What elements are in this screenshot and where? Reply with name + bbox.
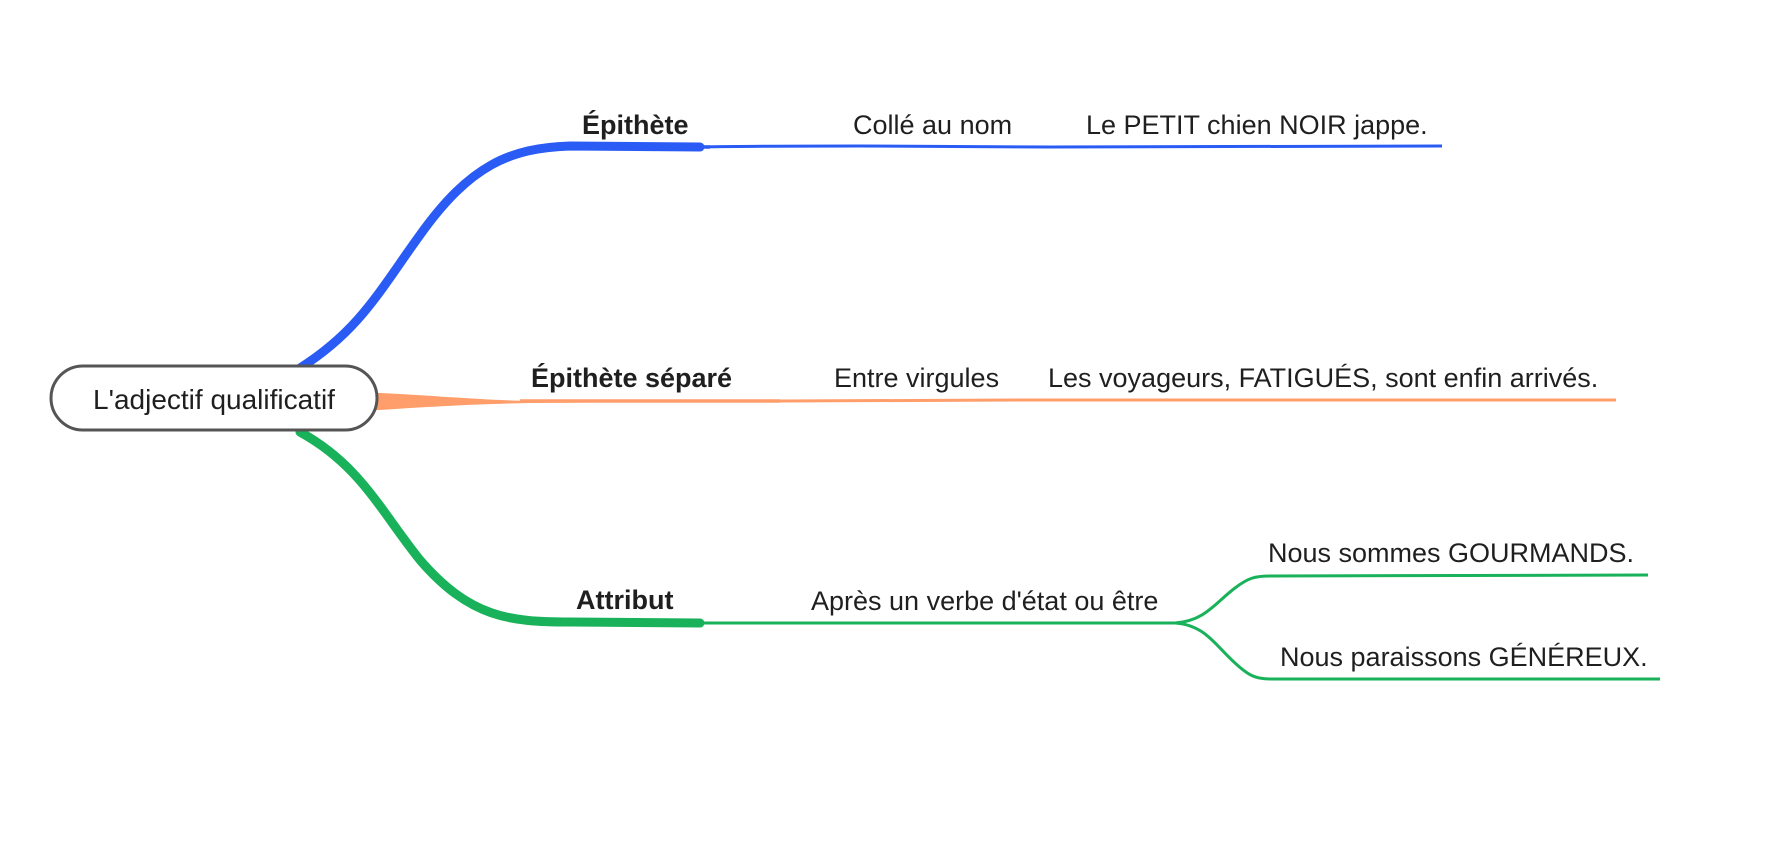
example-nous-paraissons-genereux[interactable]: Nous paraissons GÉNÉREUX. <box>1280 642 1648 672</box>
branch-epithete-separe: Épithète séparé Entre virgules Les voyag… <box>376 362 1616 410</box>
connector-central-to-attribut <box>295 427 705 628</box>
branch-label-attribut[interactable]: Attribut <box>576 585 673 615</box>
topic-entre-virgules[interactable]: Entre virgules <box>834 363 999 393</box>
underline-colle-au-nom <box>699 144 1051 149</box>
underline-attribut <box>559 620 701 625</box>
branch-epithete: Épithète Collé au nom Le PETIT chien NOI… <box>295 109 1443 373</box>
connector-central-to-epithete <box>295 141 705 373</box>
central-topic[interactable]: L'adjectif qualificatif <box>49 364 379 432</box>
underline-example-petit-chien <box>1049 144 1443 149</box>
underline-entre-virgules <box>779 398 1031 403</box>
branch-label-epithete[interactable]: Épithète <box>582 109 689 140</box>
topic-apres-verbe-etat[interactable]: Après un verbe d'état ou être <box>811 586 1158 616</box>
example-voyageurs-fatigues[interactable]: Les voyageurs, FATIGUÉS, sont enfin arri… <box>1048 363 1598 393</box>
branch-label-epithete-separe[interactable]: Épithète séparé <box>531 362 732 393</box>
connector-to-gourmands <box>1174 573 1649 625</box>
branch-attribut: Attribut Après un verbe d'état ou être N… <box>295 427 1660 681</box>
example-nous-sommes-gourmands[interactable]: Nous sommes GOURMANDS. <box>1268 538 1634 568</box>
central-topic-label[interactable]: L'adjectif qualificatif <box>93 384 335 415</box>
connector-to-genereux <box>1174 621 1660 681</box>
central-topic-border <box>49 364 379 432</box>
example-petit-chien-noir[interactable]: Le PETIT chien NOIR jappe. <box>1086 110 1428 140</box>
topic-colle-au-nom[interactable]: Collé au nom <box>853 110 1012 140</box>
